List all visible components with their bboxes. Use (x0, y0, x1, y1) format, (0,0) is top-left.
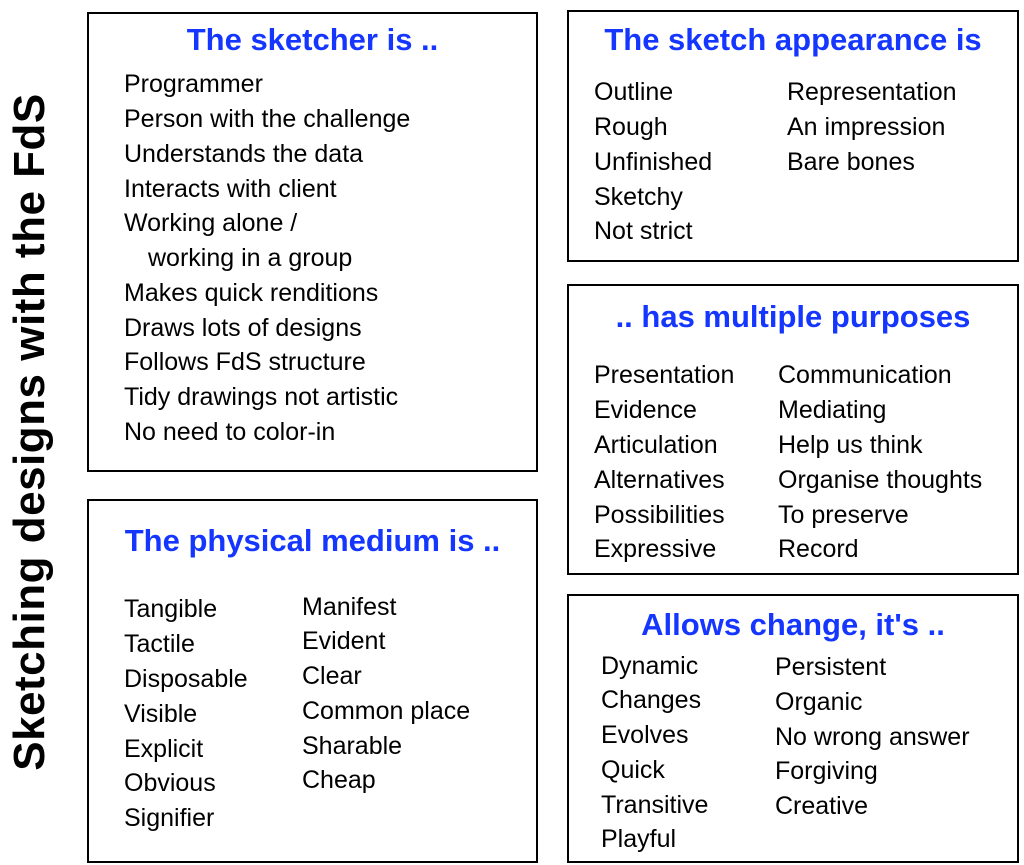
purposes-item: Communication (778, 361, 952, 389)
medium-item: Obvious (124, 769, 216, 797)
change-item: Transitive (601, 791, 709, 819)
change-item: Forgiving (775, 757, 878, 785)
sketcher-item: Programmer (124, 70, 263, 98)
purposes-item: Organise thoughts (778, 466, 983, 494)
sketcher-item: working in a group (148, 244, 353, 272)
appearance-item: Representation (787, 78, 957, 106)
sketcher-item: Makes quick renditions (124, 279, 379, 307)
change-item: Evolves (601, 721, 689, 749)
medium-item: Explicit (124, 735, 204, 763)
side-title: Sketching designs with the FdS (0, 0, 60, 865)
medium-box: The physical medium is .. Tangible Tacti… (87, 499, 538, 863)
appearance-item: Outline (594, 78, 674, 106)
purposes-box: .. has multiple purposes Presentation Ev… (567, 284, 1019, 575)
change-item: Changes (601, 686, 702, 714)
medium-item: Disposable (124, 665, 248, 693)
change-box: Allows change, it's .. Dynamic Changes E… (567, 594, 1019, 863)
medium-item: Sharable (302, 732, 403, 760)
medium-item: Common place (302, 697, 471, 725)
sketcher-item: Understands the data (124, 140, 364, 168)
medium-item: Evident (302, 627, 386, 655)
sketcher-item: Working alone / (124, 209, 298, 237)
purposes-item: Record (778, 535, 859, 563)
sketcher-item: No need to color-in (124, 418, 336, 446)
purposes-item: To preserve (778, 501, 909, 529)
sketcher-box-title: The sketcher is .. (186, 22, 439, 57)
appearance-item: An impression (787, 113, 946, 141)
purposes-item: Alternatives (594, 466, 725, 494)
medium-item: Tactile (124, 630, 195, 658)
change-item: Creative (775, 792, 869, 820)
sketcher-item: Draws lots of designs (124, 314, 362, 342)
change-box-title: Allows change, it's .. (641, 607, 945, 642)
purposes-item: Evidence (594, 396, 697, 424)
purposes-item: Help us think (778, 431, 923, 459)
appearance-box-title: The sketch appearance is (604, 22, 982, 57)
purposes-item: Possibilities (594, 501, 725, 529)
sketcher-item: Tidy drawings not artistic (124, 383, 399, 411)
sketcher-item: Interacts with client (124, 175, 337, 203)
appearance-item: Rough (594, 113, 668, 141)
change-item: Quick (601, 756, 665, 784)
change-item: Persistent (775, 653, 887, 681)
purposes-item: Mediating (778, 396, 887, 424)
purposes-box-title: .. has multiple purposes (615, 299, 971, 334)
medium-item: Manifest (302, 593, 397, 621)
purposes-item: Articulation (594, 431, 718, 459)
change-item: No wrong answer (775, 723, 970, 751)
sketcher-box: The sketcher is .. Programmer Person wit… (87, 12, 538, 472)
medium-item: Signifier (124, 804, 215, 832)
medium-item: Cheap (302, 766, 376, 794)
change-item: Playful (601, 825, 677, 853)
medium-item: Clear (302, 662, 362, 690)
appearance-item: Bare bones (787, 148, 915, 176)
medium-item: Visible (124, 700, 198, 728)
appearance-box: The sketch appearance is Outline Rough U… (567, 10, 1019, 262)
appearance-item: Sketchy (594, 183, 683, 211)
appearance-item: Not strict (594, 217, 693, 245)
side-title-text: Sketching designs with the FdS (5, 93, 54, 771)
medium-item: Tangible (124, 595, 218, 623)
sketcher-item: Follows FdS structure (124, 348, 366, 376)
appearance-item: Unfinished (594, 148, 713, 176)
medium-box-title: The physical medium is .. (124, 523, 501, 558)
change-item: Organic (775, 688, 863, 716)
change-item: Dynamic (601, 652, 699, 680)
sketcher-item: Person with the challenge (124, 105, 411, 133)
purposes-item: Expressive (594, 535, 717, 563)
purposes-item: Presentation (594, 361, 735, 389)
